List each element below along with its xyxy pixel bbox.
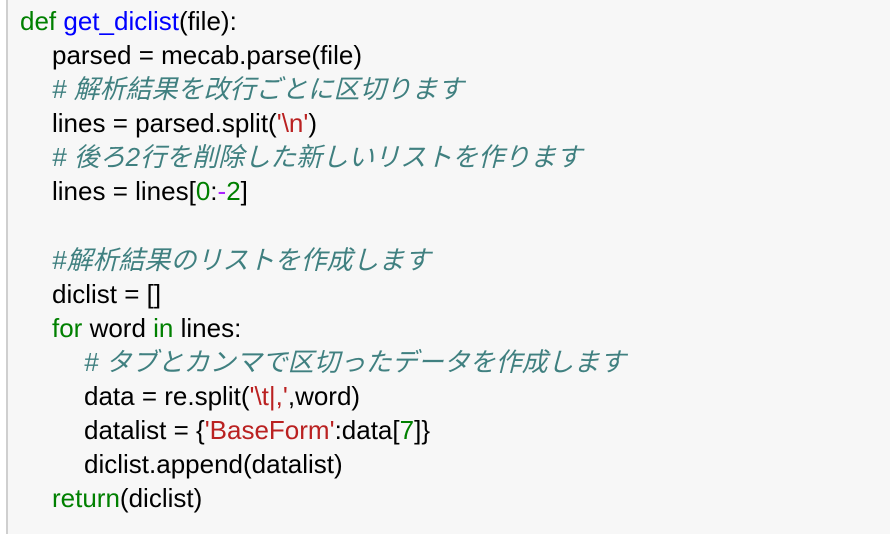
code-text: lines: xyxy=(173,312,242,343)
code-line: return(diclist) xyxy=(20,481,626,515)
code-text: ] xyxy=(240,176,248,207)
keyword: for xyxy=(52,312,83,343)
comment: #解析結果のリストを作成します xyxy=(52,244,431,275)
string-literal: '\t|,' xyxy=(249,381,288,412)
code-text: (file): xyxy=(179,6,237,36)
function-name: get_diclist xyxy=(63,6,180,36)
code-text: data = re.split( xyxy=(84,381,250,412)
code-line: def get_diclist(file): xyxy=(20,4,626,38)
code-line: diclist = [] xyxy=(20,277,626,311)
keyword: in xyxy=(153,312,174,343)
comment: # タブとカンマで区切ったデータを作成します xyxy=(84,346,626,377)
code-line: # タブとカンマで区切ったデータを作成します xyxy=(20,345,626,379)
code-line: parsed = mecab.parse(file) xyxy=(20,38,626,72)
code-line: lines = parsed.split('\n') xyxy=(20,106,626,140)
number-literal: 7 xyxy=(399,415,415,446)
code-text: parsed = mecab.parse(file) xyxy=(52,40,362,71)
string-literal: '\n' xyxy=(276,108,309,139)
code-line: # 後ろ2行を削除した新しいリストを作ります xyxy=(20,140,626,174)
code-text: lines = parsed.split( xyxy=(52,108,277,139)
code-text: diclist.append(datalist) xyxy=(84,449,343,480)
keyword: def xyxy=(20,6,57,36)
code-text: lines = lines[ xyxy=(52,176,196,207)
code-cell[interactable]: def get_diclist(file):parsed = mecab.par… xyxy=(6,0,890,534)
keyword: return xyxy=(52,483,120,514)
code-text: diclist = [] xyxy=(52,278,162,309)
code-line: data = re.split('\t|,',word) xyxy=(20,379,626,413)
operator: - xyxy=(217,176,227,207)
string-literal: 'BaseForm' xyxy=(204,415,335,446)
code-text: word xyxy=(82,312,154,343)
comment: # 後ろ2行を削除した新しいリストを作ります xyxy=(52,142,583,173)
code-line: # 解析結果を改行ごとに区切ります xyxy=(20,72,626,106)
comment: # 解析結果を改行ごとに区切ります xyxy=(52,74,464,105)
code-line: datalist = {'BaseForm':data[7]} xyxy=(20,413,626,447)
code-line: diclist.append(datalist) xyxy=(20,447,626,481)
number-literal: 2 xyxy=(226,176,241,207)
code-text: ) xyxy=(308,108,318,139)
code-editor[interactable]: def get_diclist(file):parsed = mecab.par… xyxy=(20,4,626,515)
code-line xyxy=(20,209,626,243)
code-text: :data[ xyxy=(334,415,400,446)
code-line: for word in lines: xyxy=(20,311,626,345)
code-text: (diclist) xyxy=(119,483,203,514)
code-line: #解析結果のリストを作成します xyxy=(20,243,626,277)
code-text: : xyxy=(210,176,218,207)
number-literal: 0 xyxy=(195,176,211,207)
code-text: datalist = { xyxy=(84,415,205,446)
code-line: lines = lines[0:-2] xyxy=(20,174,626,208)
code-text: ]} xyxy=(414,415,431,446)
code-text: ,word) xyxy=(287,381,361,412)
